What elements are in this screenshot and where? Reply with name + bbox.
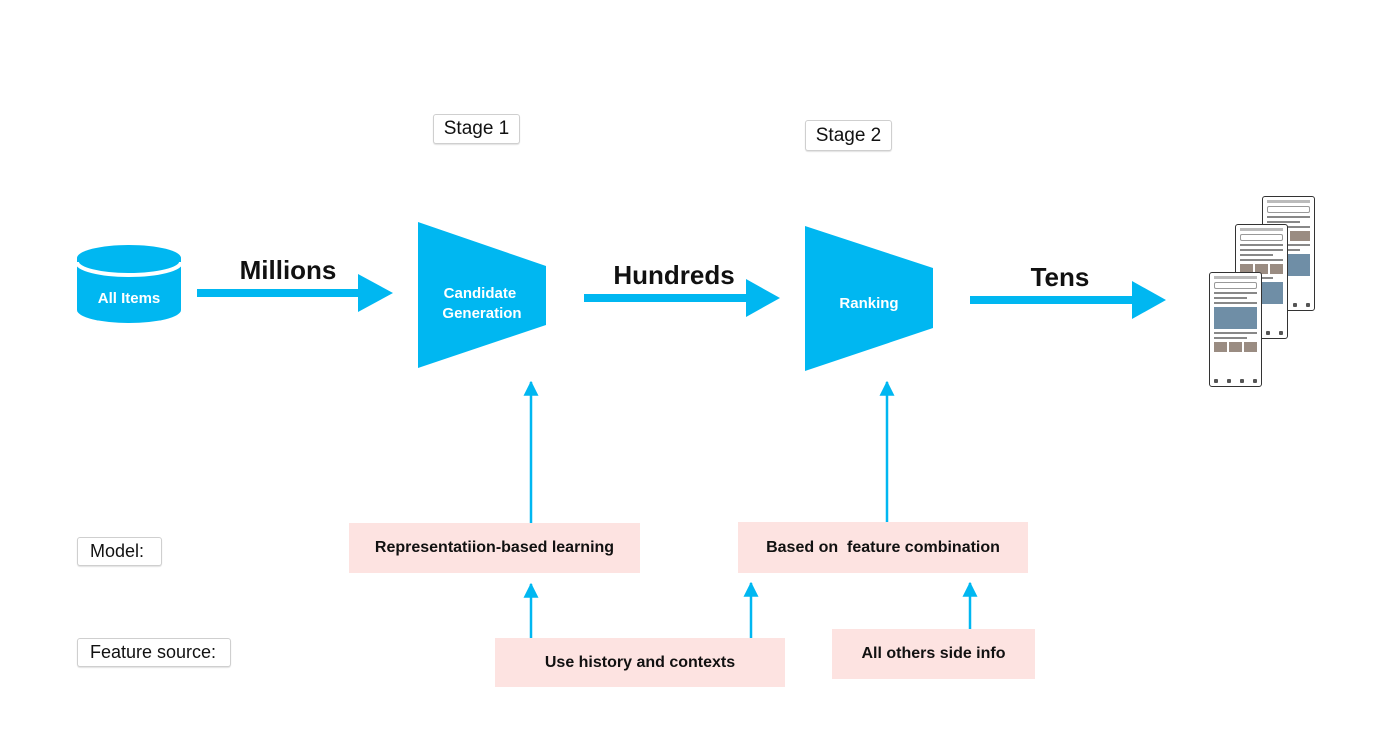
millions-arrow	[197, 274, 393, 312]
tens-label: Tens	[1030, 262, 1090, 292]
history-contexts-box: Use history and contexts	[495, 638, 785, 687]
stage-2-label: Stage 2	[805, 120, 892, 151]
phone-screen-icon	[1209, 272, 1262, 387]
ranking-block: Ranking	[805, 226, 933, 371]
tens-arrow	[970, 281, 1166, 319]
feature-combination-box: Based on feature combination	[738, 522, 1028, 573]
stage-1-label: Stage 1	[433, 114, 520, 144]
model-row-label: Model:	[77, 537, 162, 566]
feature-source-row-label: Feature source:	[77, 638, 231, 667]
candidate-generation-block: Candidate Generation	[418, 222, 546, 368]
all-items-label: All Items	[98, 290, 161, 307]
millions-label: Millions	[239, 255, 337, 285]
hundreds-arrow	[584, 279, 780, 317]
database-icon: All Items	[75, 245, 183, 323]
hundreds-label: Hundreds	[613, 260, 735, 290]
representation-learning-box: Representatiion-based learning	[349, 523, 640, 573]
candidate-generation-label: Candidate Generation	[442, 285, 521, 322]
side-info-box: All others side info	[832, 629, 1035, 679]
ranking-label: Ranking	[839, 295, 898, 312]
